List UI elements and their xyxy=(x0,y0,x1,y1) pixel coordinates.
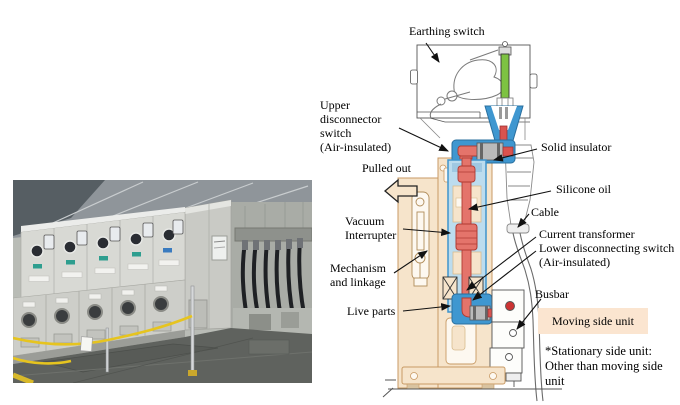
relay-panel-row xyxy=(20,207,186,299)
arrow-live-parts xyxy=(402,303,452,312)
arrow-mechanism xyxy=(393,250,428,274)
label-vacuum-interrupter: Vacuum Interrupter xyxy=(345,214,397,242)
label-mechanism-linkage: Mechanism and linkage xyxy=(330,261,386,289)
label-current-transformer: Current transformer xyxy=(539,227,635,241)
base-frame xyxy=(401,366,506,390)
pulled-out-arrow xyxy=(383,178,418,204)
gauge-dials xyxy=(30,228,176,258)
label-lower-disconnecting: Lower disconnecting switch (Air-insulate… xyxy=(539,241,675,269)
label-cable: Cable xyxy=(531,205,559,219)
label-pulled-out: Pulled out xyxy=(362,161,412,175)
solid-insulator xyxy=(484,105,524,146)
safety-rope xyxy=(12,285,197,386)
vacuum-interrupter-part xyxy=(455,223,478,251)
label-earthing-switch: Earthing switch xyxy=(409,24,485,38)
arrow-solid-insulator xyxy=(492,148,538,162)
door-windows xyxy=(21,296,169,328)
label-upper-disconnector: Upper disconnector switch (Air-insulated… xyxy=(320,98,392,154)
meter-windows xyxy=(43,219,184,250)
stationary-side-note: *Stationary side unit: Other than moving… xyxy=(545,344,663,388)
earthing-rod xyxy=(496,41,514,110)
linkage-detail xyxy=(411,191,430,287)
arrow-cable xyxy=(517,213,530,228)
label-solid-insulator: Solid insulator xyxy=(541,140,612,154)
cabinet-doors xyxy=(12,279,186,364)
ground-line xyxy=(382,379,562,398)
arrow-busbar xyxy=(516,298,542,330)
arrow-earthing-switch xyxy=(425,42,440,63)
label-silicone-oil: Silicone oil xyxy=(556,182,611,196)
label-live-parts: Live parts xyxy=(347,304,396,318)
label-busbar: Busbar xyxy=(535,287,569,301)
arrow-current-transformer xyxy=(466,236,537,291)
arrow-lower-disconnecting xyxy=(472,250,537,301)
switchgear-diagram xyxy=(330,0,680,405)
cable-bushing xyxy=(504,144,535,234)
switchgear-photo xyxy=(12,180,313,386)
moving-side-unit-box: Moving side unit xyxy=(538,308,648,334)
switchgear-photo-svg xyxy=(12,180,313,386)
arrow-silicone-oil xyxy=(467,190,552,211)
switchgear-diagram-svg xyxy=(382,41,562,402)
lower-disconnecting-switch xyxy=(451,293,495,325)
arrow-upper-disconnector xyxy=(398,127,449,152)
floor xyxy=(12,328,313,384)
earthing-switch-linkage xyxy=(429,49,504,119)
arrow-vacuum-interrupter xyxy=(402,228,452,237)
cable-run xyxy=(512,232,544,402)
